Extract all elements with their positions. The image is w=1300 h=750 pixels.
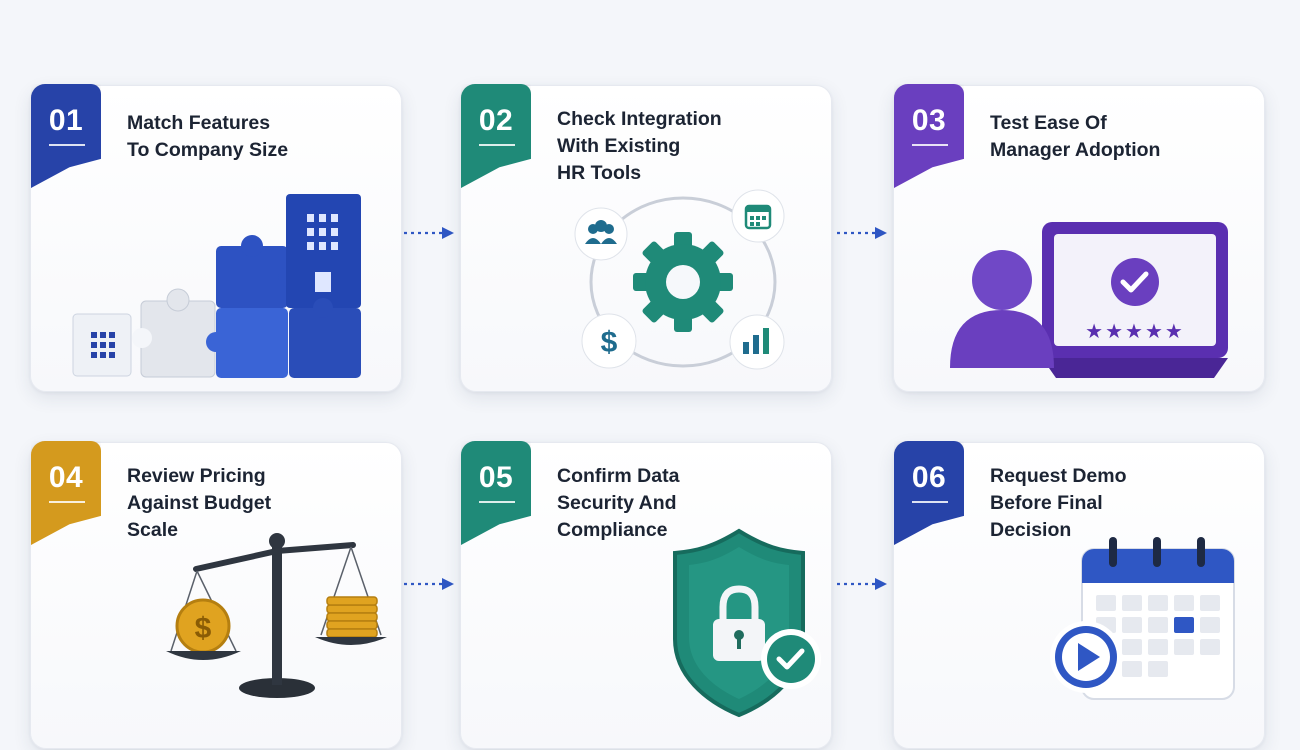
gear-integration-icon: $ [574, 189, 785, 370]
step-title-line: Against Budget [127, 492, 272, 514]
calendar-icon [731, 189, 785, 243]
step-card-03: 03 Test Ease Of Manager Adoption ★★★★★ [893, 84, 1265, 392]
step-number: 04 [48, 461, 84, 494]
svg-text:★★★★★: ★★★★★ [1085, 319, 1185, 343]
people-icon [574, 207, 628, 261]
svg-text:$: $ [601, 326, 618, 359]
step-title-line: Confirm Data [557, 465, 680, 487]
flow-arrow-icon [404, 227, 454, 239]
dollar-icon: $ [581, 313, 637, 369]
step-number: 01 [48, 104, 84, 137]
badge-underline [479, 144, 515, 146]
step-number: 06 [911, 461, 947, 494]
step-card-01: 01 Match Features To Company Size [30, 84, 402, 392]
step-title-line: Request Demo [990, 465, 1127, 487]
step-title-line: Security And [557, 492, 677, 514]
flow-arrow-icon [404, 578, 454, 590]
badge-underline [49, 144, 85, 146]
step-card-06: 06 Request Demo Before Final Decision [893, 441, 1265, 749]
bar-chart-icon [729, 314, 785, 370]
step-title-line: Manager Adoption [990, 139, 1161, 161]
step-title: Confirm Data Security And Compliance [557, 463, 807, 544]
badge-underline [912, 501, 948, 503]
badge-underline [479, 501, 515, 503]
step-title-line: Test Ease Of [990, 112, 1107, 134]
step-title-line: Scale [127, 519, 178, 541]
step-title-line: Match Features [127, 112, 271, 134]
step-title: Review Pricing Against Budget Scale [127, 463, 377, 544]
calendar-play-icon [1050, 537, 1235, 700]
svg-text:$: $ [195, 612, 212, 645]
step-title-line: Decision [990, 519, 1072, 541]
step-number: 02 [478, 104, 514, 137]
step-title-line: HR Tools [557, 162, 642, 184]
flow-arrow-icon [837, 227, 887, 239]
user-monitor-rating-icon: ★★★★★ [950, 222, 1228, 378]
step-title: Match Features To Company Size [127, 110, 377, 164]
step-title: Request Demo Before Final Decision [990, 463, 1240, 544]
badge-underline [49, 501, 85, 503]
step-number: 05 [478, 461, 514, 494]
badge-underline [912, 144, 948, 146]
step-title-line: Review Pricing [127, 465, 266, 487]
step-title-line: Check Integration [557, 108, 722, 130]
step-number: 03 [911, 104, 947, 137]
step-card-04: 04 Review Pricing Against Budget Scale $ [30, 441, 402, 749]
step-title-line: Before Final [990, 492, 1103, 514]
step-card-02: 02 Check Integration With Existing HR To… [460, 84, 832, 392]
step-card-05: 05 Confirm Data Security And Compliance [460, 441, 832, 749]
balance-scale-icon: $ [166, 533, 387, 698]
shield-lock-icon [673, 528, 821, 718]
flow-arrow-icon [837, 578, 887, 590]
step-title-line: With Existing [557, 135, 681, 157]
step-title: Check Integration With Existing HR Tools [557, 106, 807, 187]
step-title-line: To Company Size [127, 139, 289, 161]
puzzle-buildings-icon [72, 194, 361, 378]
step-title: Test Ease Of Manager Adoption [990, 110, 1240, 164]
step-title-line: Compliance [557, 519, 668, 541]
